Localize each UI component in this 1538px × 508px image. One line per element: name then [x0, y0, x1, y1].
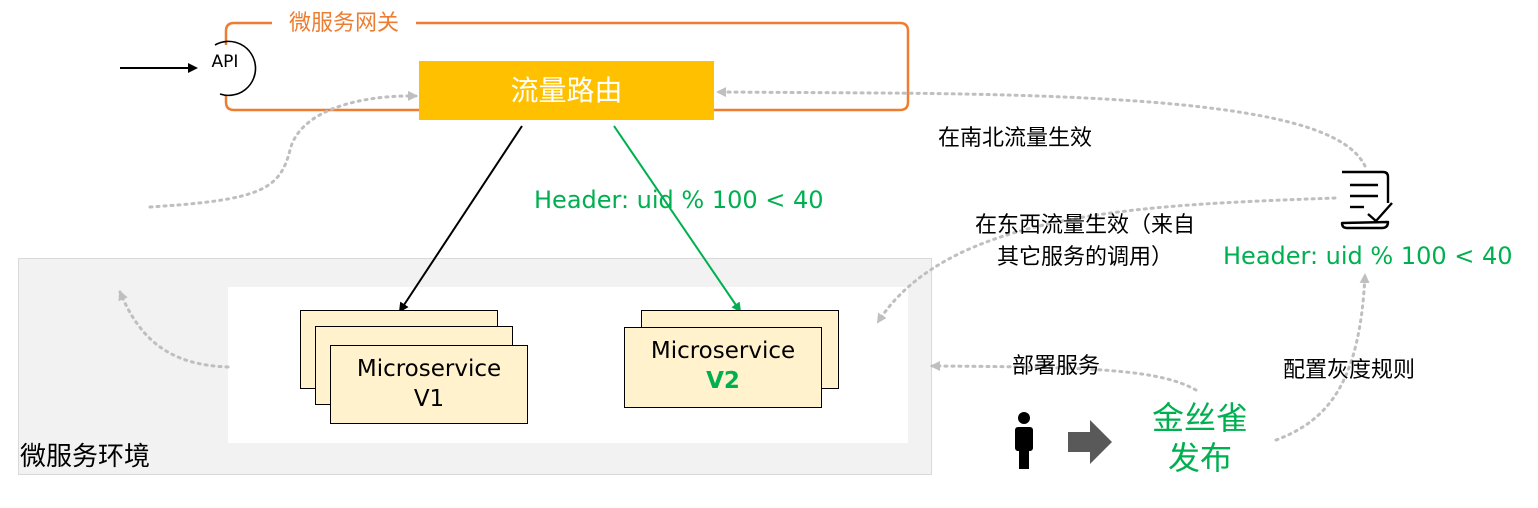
- microservice-v1-card: Microservice V1: [330, 345, 528, 424]
- api-circle-icon: [214, 40, 257, 97]
- north-south-flow: [148, 90, 418, 209]
- right-arrow-icon: [1068, 420, 1112, 464]
- rule-config-label: Header: uid % 100 < 40: [1223, 242, 1513, 270]
- route-arrow-v2: [613, 125, 742, 313]
- microservice-v2-card: Microservice V2: [624, 327, 822, 408]
- canary-release-label: 金丝雀发布: [1151, 399, 1248, 477]
- service-name: Microservice: [356, 356, 502, 382]
- api-label: API: [211, 52, 239, 72]
- rule-to-router-flow: [716, 87, 1367, 168]
- checklist-icon: [1340, 170, 1393, 230]
- routing-rule-label: Header: uid % 100 < 40: [534, 186, 824, 214]
- gateway-title: 微服务网关: [272, 8, 416, 40]
- route-arrow-v1: [398, 125, 523, 313]
- service-version: V1: [413, 386, 445, 412]
- north-south-label: 在南北流量生效: [938, 126, 1093, 151]
- service-version: V2: [706, 368, 740, 394]
- rule-to-env-flow: [876, 196, 1337, 324]
- service-name: Microservice: [650, 338, 796, 364]
- east-west-label: 在东西流量生效（来自其它服务的调用）: [974, 213, 1195, 270]
- deploy-label: 部署服务: [1012, 354, 1101, 379]
- config-flow: [1274, 273, 1370, 442]
- deploy-flow: [930, 361, 1198, 392]
- gateway-boundary: [224, 21, 910, 112]
- person-icon: [1015, 412, 1033, 469]
- traffic-router: 流量路由: [419, 61, 714, 120]
- east-west-flow: [118, 290, 230, 369]
- environment-label: 微服务环境: [20, 442, 151, 472]
- config-rule-label: 配置灰度规则: [1283, 358, 1416, 383]
